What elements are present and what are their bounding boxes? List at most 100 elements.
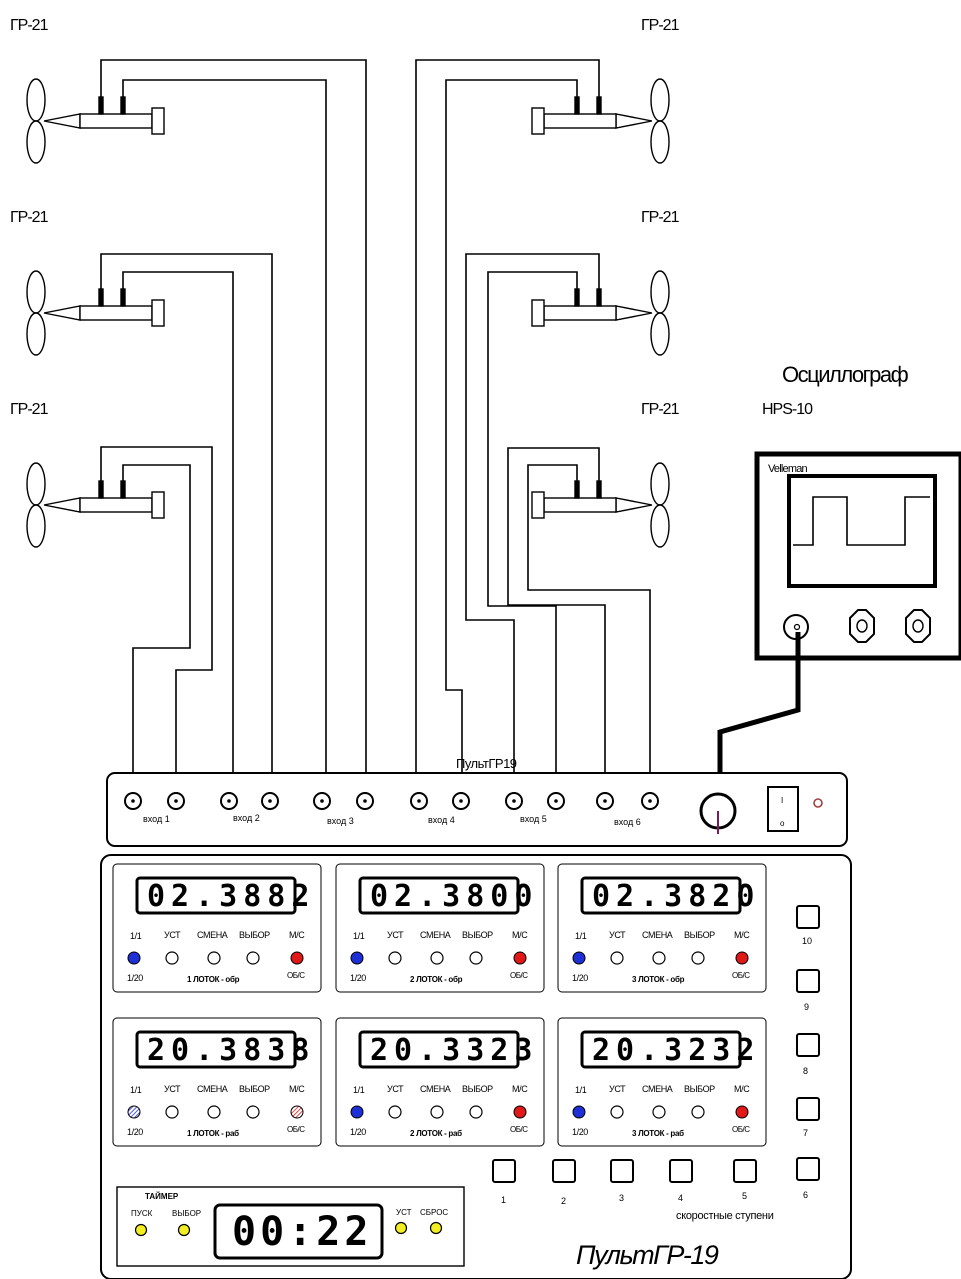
input-jack-1-b[interactable] bbox=[167, 792, 185, 810]
ratio-led[interactable] bbox=[350, 1105, 364, 1119]
timer-reset-label: СБРОС bbox=[420, 1208, 448, 1217]
speed-step-button-8[interactable]: 8 bbox=[796, 1033, 820, 1076]
mode-bottom-label: ОБ/С bbox=[287, 1125, 305, 1134]
speed-step-button-2[interactable]: 2 bbox=[552, 1159, 576, 1206]
ratio-led[interactable] bbox=[572, 951, 586, 965]
current-meter-sensor-1 bbox=[26, 78, 165, 164]
speed-step-button-6[interactable]: 6 bbox=[796, 1157, 820, 1200]
set-label: УСТ bbox=[387, 930, 404, 940]
input-label-6: вход 6 bbox=[614, 817, 641, 827]
input-jack-2-b[interactable] bbox=[261, 792, 279, 810]
set-button[interactable] bbox=[610, 1105, 624, 1119]
timer-set-button[interactable] bbox=[394, 1221, 408, 1235]
ratio-top-label: 1/1 bbox=[130, 931, 142, 941]
ratio-bottom-label: 1/20 bbox=[350, 973, 366, 983]
ratio-led[interactable] bbox=[127, 1105, 141, 1119]
oscilloscope-knob-1[interactable] bbox=[849, 609, 875, 643]
mode-led[interactable] bbox=[290, 1105, 304, 1119]
timer-start-button[interactable] bbox=[134, 1223, 148, 1237]
set-button[interactable] bbox=[165, 1105, 179, 1119]
ratio-led[interactable] bbox=[127, 951, 141, 965]
ratio-bottom-label: 1/20 bbox=[572, 973, 588, 983]
ratio-led[interactable] bbox=[572, 1105, 586, 1119]
ratio-led[interactable] bbox=[350, 951, 364, 965]
channel-display bbox=[358, 1030, 520, 1069]
speed-step-button-3[interactable]: 3 bbox=[610, 1159, 634, 1203]
speed-step-button-9[interactable]: 9 bbox=[796, 969, 820, 1012]
bnc-input-pin bbox=[793, 623, 801, 631]
mode-led[interactable] bbox=[513, 951, 527, 965]
speed-step-button-5[interactable]: 5 bbox=[733, 1159, 757, 1201]
input-jack-6-b[interactable] bbox=[641, 792, 659, 810]
select-label: ВЫБОР bbox=[462, 1084, 493, 1094]
select-button[interactable] bbox=[469, 951, 483, 965]
select-button[interactable] bbox=[691, 1105, 705, 1119]
ratio-top-label: 1/1 bbox=[353, 931, 365, 941]
power-switch-on-mark: I bbox=[781, 796, 783, 805]
console-strip-title: ПультГР19 bbox=[456, 756, 517, 771]
input-jack-5-a[interactable] bbox=[505, 792, 523, 810]
console-input-strip: ПультГР19 вход 1 вход 2 вход 3 вход 4 вх… bbox=[106, 756, 848, 847]
speed-step-button-1[interactable]: 1 bbox=[492, 1159, 516, 1205]
input-jack-3-b[interactable] bbox=[356, 792, 374, 810]
speed-step-button-7[interactable]: 7 bbox=[796, 1097, 820, 1138]
input-label-4: вход 4 bbox=[428, 815, 455, 825]
sensor-label-4: ГР-21 bbox=[641, 17, 680, 34]
channel-display-value: 20.3323 bbox=[370, 1033, 538, 1068]
channel-display bbox=[135, 876, 297, 915]
channel-display bbox=[135, 1030, 297, 1069]
mode-led[interactable] bbox=[735, 1105, 749, 1119]
set-button[interactable] bbox=[388, 951, 402, 965]
input-jack-2-a[interactable] bbox=[220, 792, 238, 810]
change-label: СМЕНА bbox=[420, 930, 451, 940]
input-jack-6-a[interactable] bbox=[596, 792, 614, 810]
timer-block: ТАЙМЕР ПУСК ВЫБОР 00:22 УСТ СБРОС bbox=[116, 1186, 465, 1267]
mode-top-label: М/С bbox=[512, 930, 528, 940]
speed-step-button-10[interactable]: 10 bbox=[796, 905, 820, 946]
select-button[interactable] bbox=[246, 951, 260, 965]
set-button[interactable] bbox=[165, 951, 179, 965]
mode-led[interactable] bbox=[513, 1105, 527, 1119]
change-button[interactable] bbox=[430, 1105, 444, 1119]
set-button[interactable] bbox=[388, 1105, 402, 1119]
speed-step-button-4[interactable]: 4 bbox=[669, 1159, 693, 1203]
timer-reset-button[interactable] bbox=[429, 1221, 443, 1235]
select-button[interactable] bbox=[246, 1105, 260, 1119]
select-button[interactable] bbox=[469, 1105, 483, 1119]
input-jack-3-a[interactable] bbox=[313, 792, 331, 810]
channel-display bbox=[358, 876, 520, 915]
current-meter-sensor-4 bbox=[531, 78, 670, 164]
mode-led[interactable] bbox=[735, 951, 749, 965]
input-jack-4-b[interactable] bbox=[452, 792, 470, 810]
speed-step-label: 1 bbox=[501, 1195, 506, 1205]
set-button[interactable] bbox=[610, 951, 624, 965]
change-button[interactable] bbox=[652, 1105, 666, 1119]
input-jack-1-a[interactable] bbox=[124, 792, 142, 810]
mode-led[interactable] bbox=[290, 951, 304, 965]
mode-top-label: М/С bbox=[289, 930, 305, 940]
sensor-labels: ГР-21 ГР-21 ГР-21 ГР-21 ГР-21 ГР-21 bbox=[10, 17, 681, 418]
sensor-label-2: ГР-21 bbox=[10, 209, 49, 226]
power-switch[interactable] bbox=[767, 786, 799, 832]
ratio-top-label: 1/1 bbox=[575, 931, 587, 941]
timer-select-button[interactable] bbox=[177, 1223, 191, 1237]
change-button[interactable] bbox=[430, 951, 444, 965]
set-label: УСТ bbox=[609, 930, 626, 940]
channel-name: 3 ЛОТОК - раб bbox=[632, 1129, 684, 1138]
select-button[interactable] bbox=[691, 951, 705, 965]
change-label: СМЕНА bbox=[197, 1084, 228, 1094]
input-jack-4-a[interactable] bbox=[410, 792, 428, 810]
mode-bottom-label: ОБ/С bbox=[287, 971, 305, 980]
select-label: ВЫБОР bbox=[462, 930, 493, 940]
oscilloscope-brand: Velleman bbox=[768, 463, 808, 475]
change-button[interactable] bbox=[652, 951, 666, 965]
change-button[interactable] bbox=[207, 951, 221, 965]
change-button[interactable] bbox=[207, 1105, 221, 1119]
oscilloscope-screen bbox=[787, 474, 937, 588]
mode-top-label: М/С bbox=[734, 930, 750, 940]
oscilloscope-knob-2[interactable] bbox=[905, 609, 931, 643]
input-jack-5-b[interactable] bbox=[547, 792, 565, 810]
